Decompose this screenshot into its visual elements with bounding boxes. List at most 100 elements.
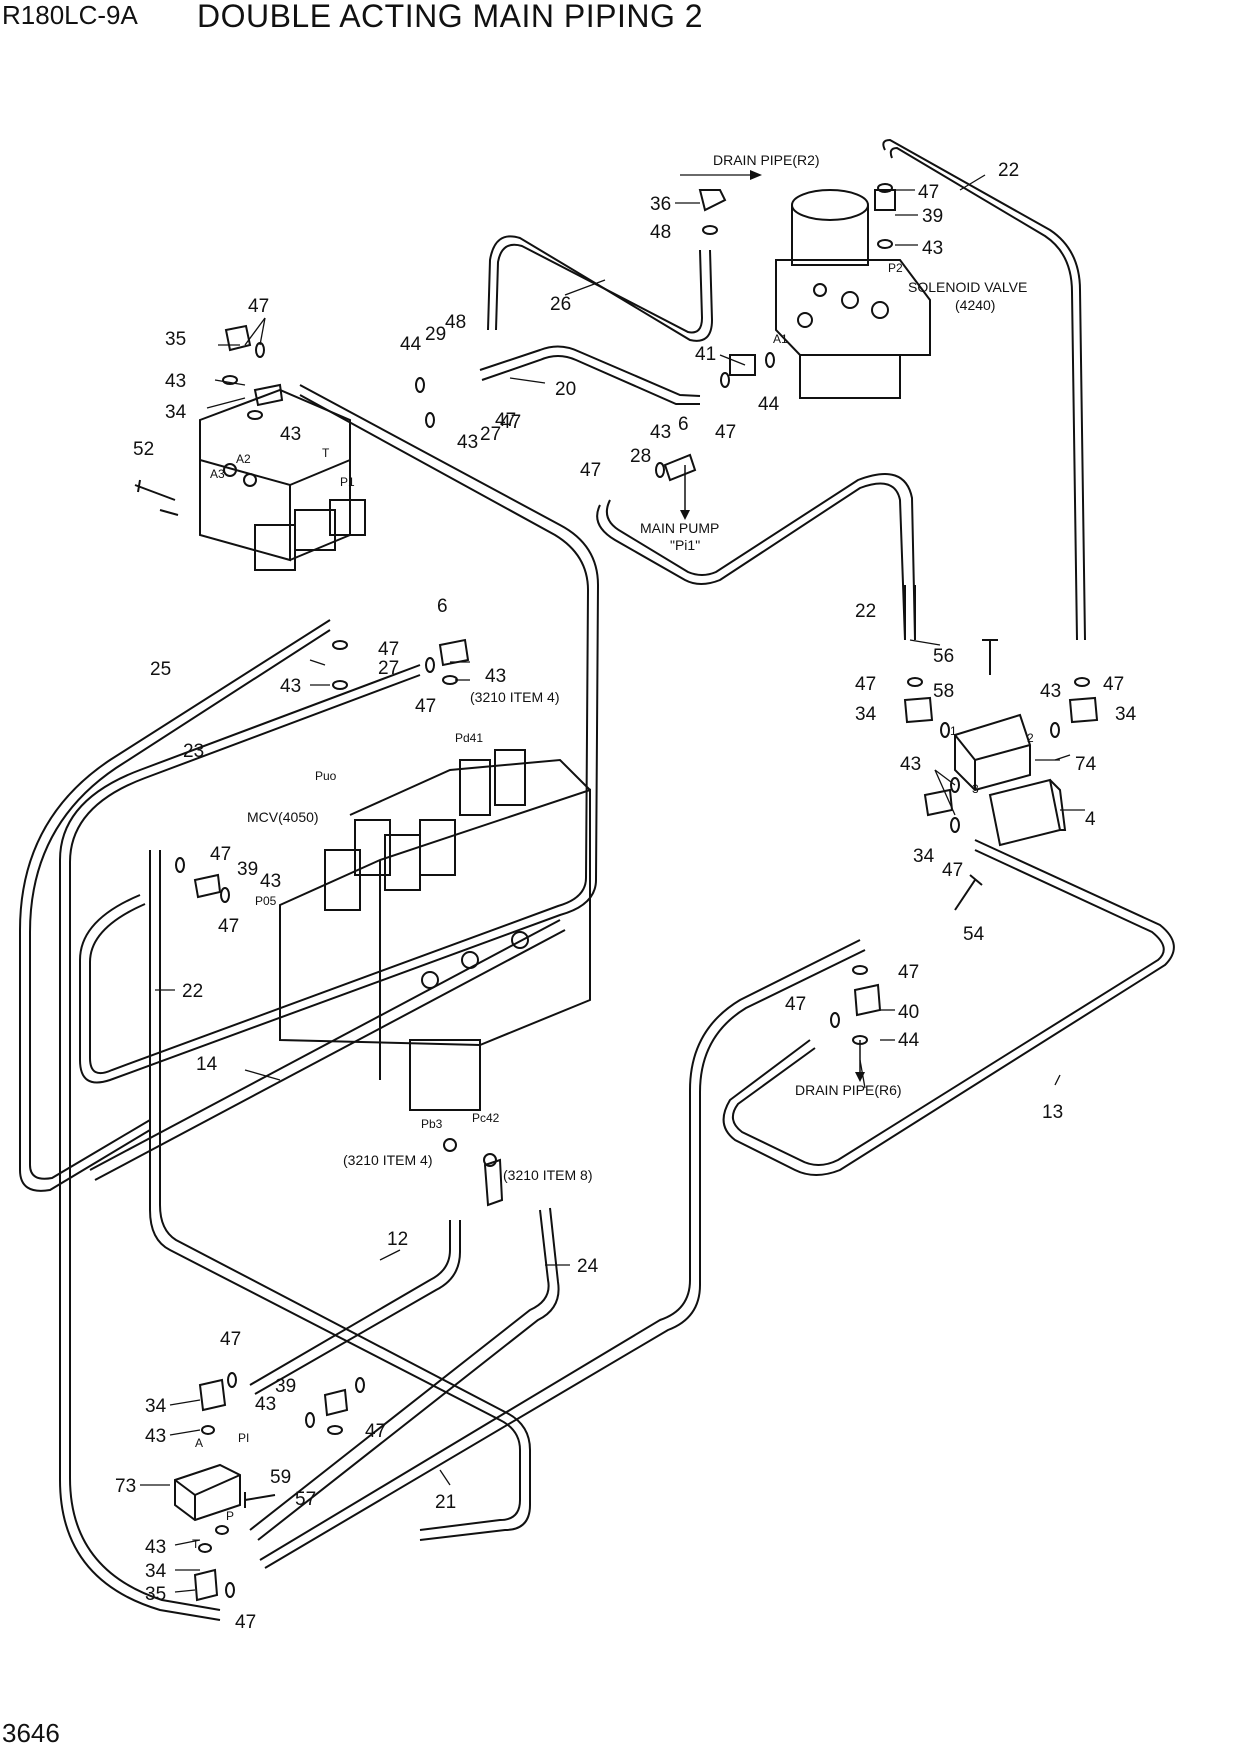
callout: 24 <box>577 1256 599 1277</box>
callout: 43 <box>255 1394 276 1415</box>
callout: 6 <box>678 414 689 435</box>
label-solenoid-2: (4240) <box>955 297 995 313</box>
callout: 14 <box>196 1054 218 1075</box>
callout: 43 <box>485 666 506 687</box>
callout: 23 <box>183 741 204 762</box>
callout: 47 <box>785 994 806 1015</box>
callout: 6 <box>437 596 448 617</box>
callout: 47 <box>500 412 521 433</box>
o-rings <box>175 183 1090 1598</box>
pipe-23 <box>59 664 421 1621</box>
label-item4-b: (3210 ITEM 4) <box>343 1152 432 1168</box>
callout: 41 <box>695 344 716 365</box>
port-label: A2 <box>236 452 251 466</box>
callout: 34 <box>165 402 187 423</box>
port-label: Pb3 <box>421 1117 443 1131</box>
port-label: P1 <box>340 475 355 489</box>
pipe-long-left-right <box>79 384 600 1084</box>
label-main-pump-1: MAIN PUMP <box>640 520 719 536</box>
port-label: Pc42 <box>472 1111 500 1125</box>
bracket-4 <box>988 778 1067 847</box>
callout: 34 <box>913 846 935 867</box>
callout: 74 <box>1075 754 1097 775</box>
callout: 34 <box>145 1561 167 1582</box>
label-item4-a: (3210 ITEM 4) <box>470 689 559 705</box>
callout: 12 <box>387 1229 408 1250</box>
callout: 39 <box>237 859 258 880</box>
callout: 52 <box>133 439 154 460</box>
callout: 21 <box>435 1492 456 1513</box>
model-code: R180LC-9A <box>2 0 138 30</box>
callout: 22 <box>998 160 1019 181</box>
callout: 43 <box>280 676 301 697</box>
callout: 43 <box>260 871 281 892</box>
callout: 73 <box>115 1476 136 1497</box>
callout: 47 <box>218 916 239 937</box>
label-solenoid-1: SOLENOID VALVE <box>908 279 1027 295</box>
callout: 35 <box>165 329 186 350</box>
callout: 56 <box>933 646 954 667</box>
label-main-pump-2: "Pi1" <box>670 537 700 553</box>
port-label: Puo <box>315 769 337 783</box>
callout: 43 <box>900 754 921 775</box>
callout: 47 <box>918 182 939 203</box>
callout: 44 <box>400 334 422 355</box>
callout: 43 <box>1040 681 1061 702</box>
callout: 47 <box>248 296 269 317</box>
mcv-4050 <box>279 749 591 1111</box>
callout: 47 <box>855 674 876 695</box>
port-label: 1 <box>950 724 957 738</box>
callout: 39 <box>922 206 943 227</box>
pipe-22-left <box>149 850 531 1541</box>
callout: 58 <box>933 681 954 702</box>
callout: 47 <box>235 1612 256 1633</box>
port-label: A1 <box>773 332 788 346</box>
callout: 47 <box>942 860 963 881</box>
port-label: A3 <box>210 467 225 481</box>
label-mcv: MCV(4050) <box>247 809 319 825</box>
callout: 27 <box>378 658 399 679</box>
callout: 34 <box>1115 704 1137 725</box>
pipe-22-top <box>882 138 1086 641</box>
callout: 47 <box>415 696 436 717</box>
callout: 28 <box>630 446 651 467</box>
callout: 43 <box>922 238 943 259</box>
callout: 34 <box>855 704 877 725</box>
leader-lines <box>140 174 1085 1593</box>
pipe-25 <box>19 619 331 1192</box>
callout: 44 <box>898 1030 920 1051</box>
callout: 43 <box>145 1537 166 1558</box>
page-number: 3646 <box>2 1718 60 1748</box>
port-label: P05 <box>255 894 277 908</box>
diagram-labels: DRAIN PIPE(R2) SOLENOID VALVE (4240) MAI… <box>247 152 1027 1183</box>
callout: 43 <box>457 432 478 453</box>
callout: 27 <box>480 424 501 445</box>
callout: 47 <box>365 1421 386 1442</box>
part-callouts: 36 48 47 39 43 22 26 20 41 44 47 6 43 47… <box>115 160 1137 1633</box>
callout: 44 <box>758 394 780 415</box>
port-label: P <box>226 1509 234 1523</box>
port-label: A <box>195 1436 203 1450</box>
port-label: 3 <box>972 782 979 796</box>
block-73 <box>174 1463 241 1522</box>
callout: 48 <box>445 312 466 333</box>
callout: 43 <box>145 1426 166 1447</box>
callout: 29 <box>425 324 446 345</box>
block-74 <box>954 713 1031 792</box>
callout: 39 <box>275 1376 296 1397</box>
callout: 40 <box>898 1002 919 1023</box>
port-label: Pd41 <box>455 731 483 745</box>
pipe-13 <box>722 839 1175 1176</box>
callout: 47 <box>580 460 601 481</box>
callout: 4 <box>1085 809 1096 830</box>
page-title: DOUBLE ACTING MAIN PIPING 2 <box>196 0 704 34</box>
callout: 35 <box>145 1584 166 1605</box>
callout: 26 <box>550 294 571 315</box>
callout: 36 <box>650 194 671 215</box>
solenoid-valve <box>775 189 931 399</box>
port-label: T <box>192 1537 200 1551</box>
callout: 43 <box>650 422 671 443</box>
callout: 34 <box>145 1396 167 1417</box>
callout: 47 <box>210 844 231 865</box>
